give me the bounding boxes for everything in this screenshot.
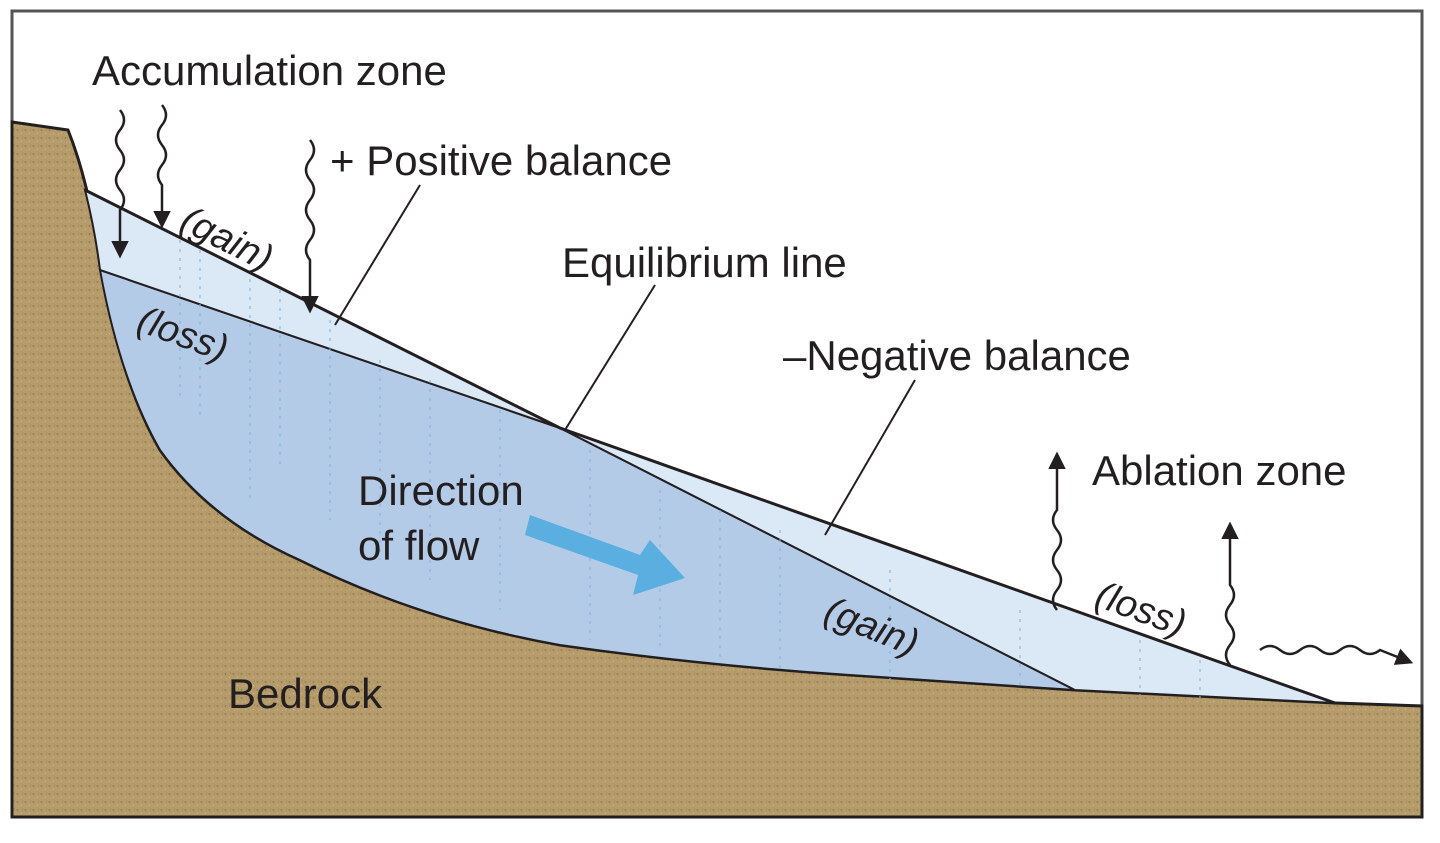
wavy-down-arrow-icon xyxy=(301,139,319,314)
glacier-ice-body xyxy=(98,268,1076,691)
glacier-surface xyxy=(84,188,1336,705)
direction-of-flow-label-line2: of flow xyxy=(358,522,480,569)
wavy-up-arrow-icon xyxy=(1048,451,1066,611)
wavy-down-arrow-icon xyxy=(153,104,171,229)
ablation-zone-label: Ablation zone xyxy=(1092,447,1347,494)
accumulation-zone-label: Accumulation zone xyxy=(92,47,447,94)
flow-arrow-icon xyxy=(525,515,685,595)
equilibrium-line-label: Equilibrium line xyxy=(562,239,847,286)
wavy-right-arrow-icon xyxy=(1259,644,1414,665)
direction-of-flow-label-line1: Direction xyxy=(358,467,524,514)
positive-balance-label: + Positive balance xyxy=(330,137,672,184)
leader-lines xyxy=(334,184,916,536)
gain-arrows xyxy=(111,104,319,314)
negative-balance-label: –Negative balance xyxy=(783,332,1131,379)
loss-arrows xyxy=(1048,451,1414,666)
wavy-up-arrow-icon xyxy=(1221,521,1239,666)
wavy-down-arrow-icon xyxy=(111,109,129,259)
bedrock-label: Bedrock xyxy=(228,670,383,717)
ice-texture xyxy=(179,240,1201,698)
